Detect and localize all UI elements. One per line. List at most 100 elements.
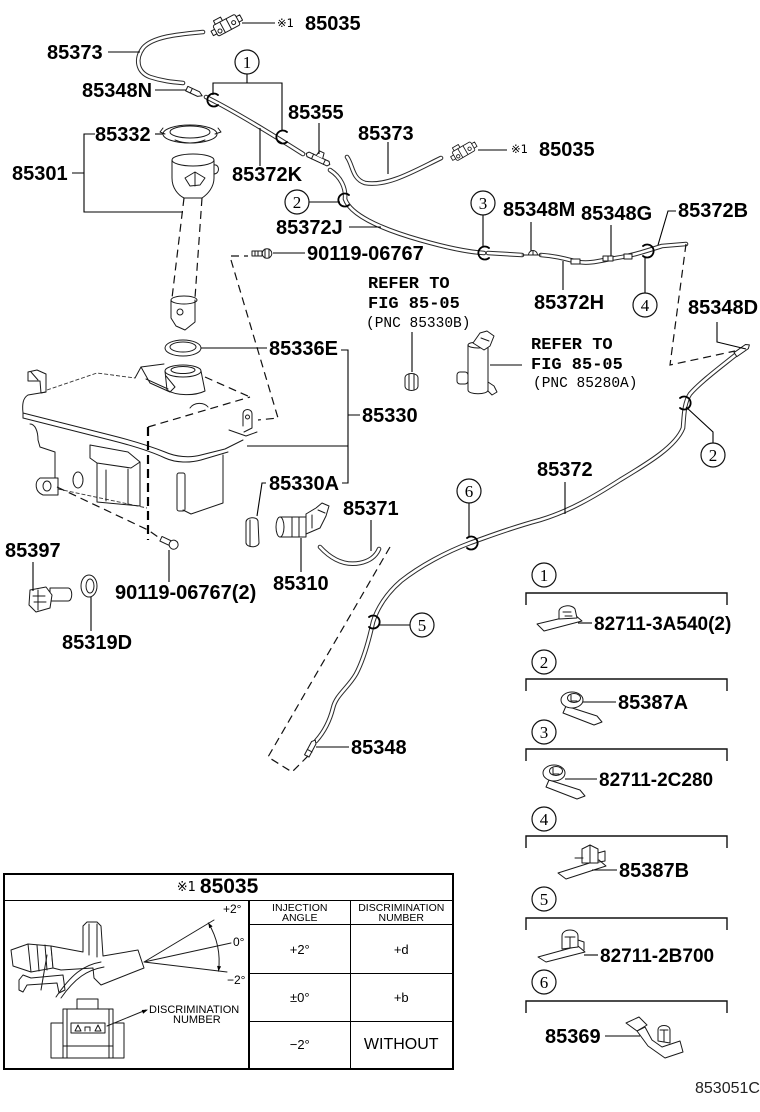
hose-clip-icon: [206, 92, 219, 108]
clamp-85369-drawing: [625, 1016, 684, 1059]
gasket-ring-85336e-drawing: [164, 339, 202, 357]
clip-marker-2: 2: [284, 189, 310, 215]
part-callouts: ※1 85035 85373 85348N 85355 85332 85373 …: [5, 13, 758, 759]
svg-text:4: 4: [540, 810, 549, 829]
part-callout-85330[interactable]: 85330: [362, 405, 418, 427]
part-callout-85348[interactable]: 85348: [351, 737, 407, 759]
legend-bracket: [525, 835, 728, 848]
table-row: −2° WITHOUT: [4, 1020, 454, 1070]
part-callout-85372[interactable]: 85372: [537, 459, 593, 481]
part-callout-85035-upper[interactable]: 85035: [305, 13, 361, 35]
joint-85348n-drawing: [185, 85, 203, 97]
clip-marker-6: 6: [456, 478, 482, 504]
clip-legend-item-4: 4 85387B: [525, 806, 728, 882]
svg-text:1: 1: [243, 53, 252, 72]
filler-cap-drawing: [159, 124, 222, 144]
part-callout-85310[interactable]: 85310: [273, 573, 329, 595]
injection-angle-lines: [143, 919, 232, 973]
angle-label-minus-2: −2°: [227, 973, 246, 987]
nozzle-body-drawing: [10, 921, 145, 999]
bolt-mount-dashed-line: [230, 255, 279, 421]
washer-pump-85280a-drawing: [456, 330, 498, 396]
nozzle-angle-illustration: +2° 0° −2° DISCRIMINATION NUMBER: [10, 902, 246, 1059]
bolt-90119-06767-lower-drawing: [159, 536, 179, 550]
clip-legend: 1 82711-3A540(2) 2 85387A 3: [525, 562, 731, 1059]
reference-line: REFER TO: [368, 275, 450, 294]
clip-part-number[interactable]: 85369: [545, 1026, 601, 1048]
part-callout-90119-06767-qty2[interactable]: 90119-06767(2): [115, 582, 256, 604]
clip-part-number[interactable]: 85387A: [618, 692, 688, 714]
part-callout-85348d[interactable]: 85348D: [688, 297, 758, 319]
table-row: +2° +d: [4, 924, 454, 975]
clip-part-number[interactable]: 82711-2C280: [599, 770, 713, 791]
spec-table-part-number: 85035: [199, 875, 259, 899]
legend-marker: 1: [531, 562, 557, 588]
hose-clip-icon: [477, 245, 490, 261]
svg-text:6: 6: [465, 482, 474, 501]
part-callout-85372k[interactable]: 85372K: [232, 164, 303, 186]
part-callout-85348n[interactable]: 85348N: [82, 80, 152, 102]
reference-figure-link[interactable]: FIG 85-05: [368, 295, 460, 314]
discrimination-number-callout: NUMBER: [173, 1014, 221, 1026]
svg-text:5: 5: [418, 616, 427, 635]
part-callout-85319d[interactable]: 85319D: [62, 632, 132, 654]
hose-tip-85348-drawing: [304, 739, 317, 758]
clip-legend-item-1: 1 82711-3A540(2): [525, 562, 731, 635]
legend-bracket: [525, 1000, 728, 1013]
hose-clip-icon: [368, 614, 381, 630]
reference-mark: ※1: [176, 880, 196, 896]
legend-bracket: [525, 917, 728, 930]
part-callout-85332[interactable]: 85332: [95, 124, 151, 146]
part-callout-85301[interactable]: 85301: [12, 163, 68, 185]
part-callout-90119-06767[interactable]: 90119-06767: [307, 243, 424, 265]
part-callout-85397[interactable]: 85397: [5, 540, 61, 562]
svg-text:2: 2: [293, 193, 302, 212]
column-header-line: DISCRIMINATION: [358, 901, 445, 914]
part-callout-85372b[interactable]: 85372B: [678, 200, 748, 222]
part-callout-85035-lower[interactable]: 85035: [539, 139, 595, 161]
hose-clip-icon: [337, 192, 350, 208]
reference-line: REFER TO: [531, 336, 613, 355]
hose-clip-icon: [679, 395, 692, 411]
part-callout-85373-lower[interactable]: 85373: [358, 123, 414, 145]
joint-85355-drawing: [305, 150, 331, 167]
bolt-90119-06767-drawing: [251, 248, 273, 259]
part-callout-85330a[interactable]: 85330A: [269, 473, 339, 495]
table-row: ±0° +b: [4, 973, 454, 1022]
part-callout-85372j[interactable]: 85372J: [276, 217, 343, 239]
reference-figure-link[interactable]: FIG 85-05: [531, 356, 623, 375]
reference-note-85330b: REFER TO FIG 85-05 (PNC 85330B): [366, 275, 470, 332]
clip-legend-item-6: 6 85369: [525, 969, 728, 1059]
hose-clip-icon: [466, 535, 479, 551]
clip-part-number[interactable]: 82711-3A540(2): [594, 614, 731, 635]
hose-clip-icon: [642, 243, 655, 259]
discrimination-number-callout: DISCRIMINATION: [149, 1004, 239, 1016]
washer-nozzle-upper-drawing: [210, 14, 244, 37]
clip-marker-2: 2: [700, 442, 726, 468]
joint-85348g-drawing: [602, 255, 614, 262]
legend-bracket: [525, 592, 728, 605]
injection-angle-cell: ±0°: [248, 973, 351, 1022]
part-callout-85348g[interactable]: 85348G: [581, 203, 652, 225]
clip-part-number[interactable]: 82711-2B700: [600, 946, 714, 967]
legend-marker: 2: [531, 649, 557, 675]
svg-text:6: 6: [540, 973, 549, 992]
grommet-85330a-drawing: [245, 517, 260, 548]
legend-bracket: [525, 678, 728, 691]
nozzle-connector-drawing: [50, 998, 125, 1059]
part-callout-85355[interactable]: 85355: [288, 102, 344, 124]
part-callout-85372h[interactable]: 85372H: [534, 292, 604, 314]
part-callout-85373-upper[interactable]: 85373: [47, 42, 103, 64]
routing-dashed-line: [267, 546, 391, 773]
part-callout-85348m[interactable]: 85348M: [503, 199, 575, 221]
grommet-85330b-drawing: [404, 373, 419, 391]
legend-bracket: [525, 748, 728, 761]
part-callout-85371[interactable]: 85371: [343, 498, 399, 520]
part-callout-85336e[interactable]: 85336E: [269, 338, 338, 360]
legend-marker: 4: [531, 806, 557, 832]
nozzle-illustration-cell: +2° 0° −2° DISCRIMINATION NUMBER: [3, 899, 250, 1070]
joint-85348m-drawing: [521, 250, 542, 256]
reference-pnc: (PNC 85330B): [366, 316, 470, 332]
clip-part-number[interactable]: 85387B: [619, 860, 689, 882]
